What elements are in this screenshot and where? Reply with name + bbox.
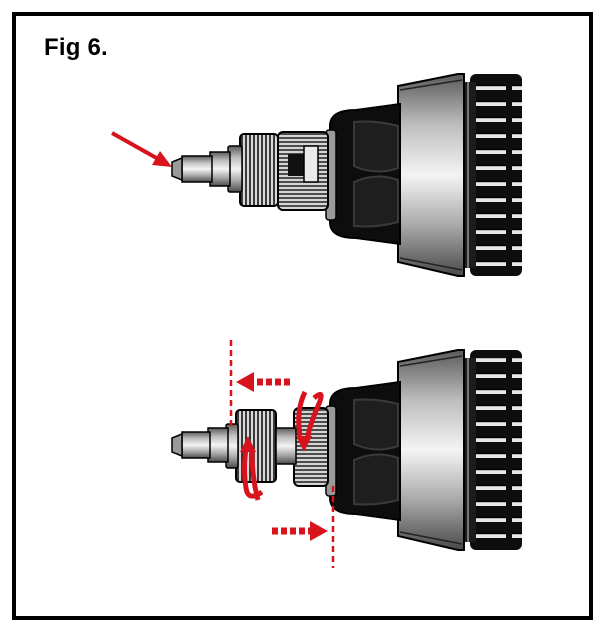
bottom-tool-illustration [171, 340, 522, 568]
top-rear-grip [462, 74, 522, 276]
figure-title: Fig 6. [44, 34, 108, 61]
top-spindle-lock-collar [277, 131, 329, 211]
bottom-shaft [171, 427, 229, 463]
top-silver-collar [397, 73, 465, 277]
bottom-nose-body [325, 380, 401, 522]
rotate-nut-arrow [240, 436, 264, 501]
top-collet-nut [227, 133, 279, 207]
pull-forward-arrow [236, 372, 290, 392]
bottom-silver-collar [397, 349, 465, 551]
top-press-arrow [111, 131, 172, 167]
bottom-collet-nut [225, 409, 297, 483]
push-back-arrow [272, 521, 328, 541]
rotate-collar-arrow [296, 390, 324, 452]
top-tool-illustration [111, 73, 522, 277]
top-shaft [171, 151, 231, 187]
top-nose-body [325, 102, 401, 246]
bottom-rear-grip [462, 350, 522, 550]
